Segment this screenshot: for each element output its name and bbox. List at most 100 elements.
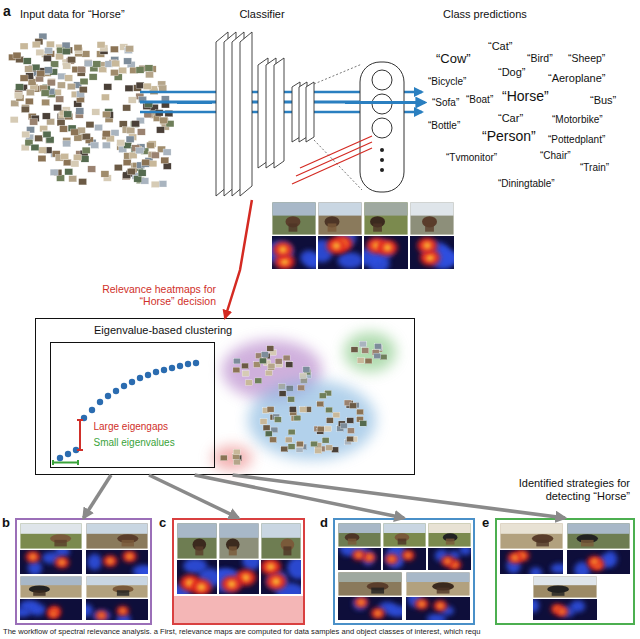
layer-plane	[274, 58, 284, 168]
thumbnail	[265, 431, 272, 437]
thumbnail	[242, 363, 249, 369]
thumbnail	[15, 84, 23, 90]
eigenvalue-dot	[137, 375, 143, 381]
strategy-panel: b	[15, 518, 152, 625]
eigenvalue-dot	[153, 369, 159, 375]
relevance-heatmap	[86, 599, 148, 620]
thumbnail	[37, 70, 45, 76]
thumbnail	[21, 106, 29, 112]
eigenvalue-dot	[185, 361, 191, 367]
layer-plane	[240, 32, 252, 196]
heatmap-hotspot	[281, 258, 289, 265]
eigenvalue-dot	[97, 399, 103, 405]
group-heading: Class predictions	[443, 8, 527, 21]
heatmap-hotspot	[272, 578, 280, 585]
thumbnail	[261, 352, 268, 358]
thumbnail	[101, 171, 109, 177]
photo-sky	[86, 576, 147, 585]
relevance-heatmap	[272, 236, 316, 269]
heatmap-positive	[261, 560, 281, 575]
output-layer	[360, 62, 404, 192]
thumbnail	[22, 131, 30, 137]
thumbnail	[47, 79, 55, 85]
photo-thumbnail	[567, 523, 630, 549]
thumbnail	[132, 121, 140, 127]
thumbnail	[89, 74, 97, 80]
thumbnail	[79, 179, 87, 185]
photo-sky	[406, 572, 469, 582]
thumbnail	[351, 347, 358, 353]
connector-arrow	[195, 475, 404, 518]
thumbnail	[333, 412, 340, 418]
strategy-panel: e	[495, 518, 635, 625]
thumbnail	[111, 69, 119, 75]
thumbnail-cloud	[220, 449, 241, 465]
photo-ground	[20, 576, 82, 598]
thumbnail	[111, 130, 119, 136]
thumbnail	[95, 124, 103, 130]
thumbnail	[233, 459, 240, 465]
relevance-heatmap	[338, 548, 381, 570]
thumbnail	[46, 41, 54, 47]
heatmap-hotspot	[30, 554, 36, 559]
thumbnail	[274, 417, 281, 423]
thumbnail	[357, 409, 364, 415]
thumbnail	[63, 159, 71, 165]
thumbnail	[125, 85, 133, 91]
thumbnail	[151, 152, 159, 158]
photo-leg	[195, 546, 203, 555]
class-name: “Sofa”	[432, 97, 459, 109]
thumbnail	[38, 147, 46, 153]
photo-leg	[328, 223, 337, 231]
thumbnail	[63, 63, 71, 69]
photo-thumbnail	[219, 523, 259, 559]
photo-leg	[33, 590, 45, 596]
panel-letter: d	[320, 516, 328, 531]
thumbnail	[114, 164, 122, 170]
photo-sky	[86, 523, 147, 533]
photo-sky	[261, 523, 300, 537]
heatmap-hotspot	[99, 613, 104, 617]
thumbnail	[160, 117, 168, 123]
thumbnail	[347, 418, 354, 424]
thumbnail	[112, 60, 120, 66]
eigenvalue-dot	[169, 365, 175, 371]
photo-leg	[229, 546, 237, 555]
thumbnail	[41, 90, 49, 96]
heatmap-positive	[441, 556, 454, 567]
thumbnail	[159, 181, 167, 187]
heatmap-hotspot	[592, 559, 598, 564]
thumbnail	[359, 342, 366, 348]
heatmap-positive	[556, 607, 569, 617]
photo-thumbnail	[406, 572, 470, 596]
thumbnail	[374, 343, 381, 349]
heatmap-hotspot	[51, 612, 56, 616]
thumbnail	[285, 437, 292, 443]
photo-thumbnail	[20, 576, 82, 598]
eigenvalue-dot	[121, 383, 127, 389]
thumbnail	[283, 355, 290, 361]
thumbnail	[362, 348, 369, 354]
thumbnail	[88, 166, 96, 172]
connector-arrow	[345, 101, 425, 104]
heatmap-hotspot	[438, 604, 444, 609]
thumbnail	[81, 156, 89, 162]
thumbnail	[220, 455, 227, 461]
thumbnail	[349, 403, 356, 409]
panel-letter: a	[3, 3, 11, 19]
thumbnail	[51, 61, 59, 67]
eigengap-bracket	[77, 420, 83, 450]
thumbnail	[102, 111, 110, 117]
photo-leg	[437, 588, 450, 594]
thumbnail	[84, 60, 92, 66]
heatmap-hotspot	[127, 554, 133, 559]
heatmap-positive	[55, 557, 69, 569]
thumbnail	[147, 142, 155, 148]
thumbnail	[42, 113, 50, 119]
thumbnail	[288, 444, 295, 450]
heatmap-hotspot	[375, 611, 381, 616]
thumbnail	[163, 149, 171, 155]
heatmap-hotspot	[419, 602, 425, 607]
eigenvalue-dot	[113, 388, 119, 394]
photo-sky	[500, 523, 562, 533]
